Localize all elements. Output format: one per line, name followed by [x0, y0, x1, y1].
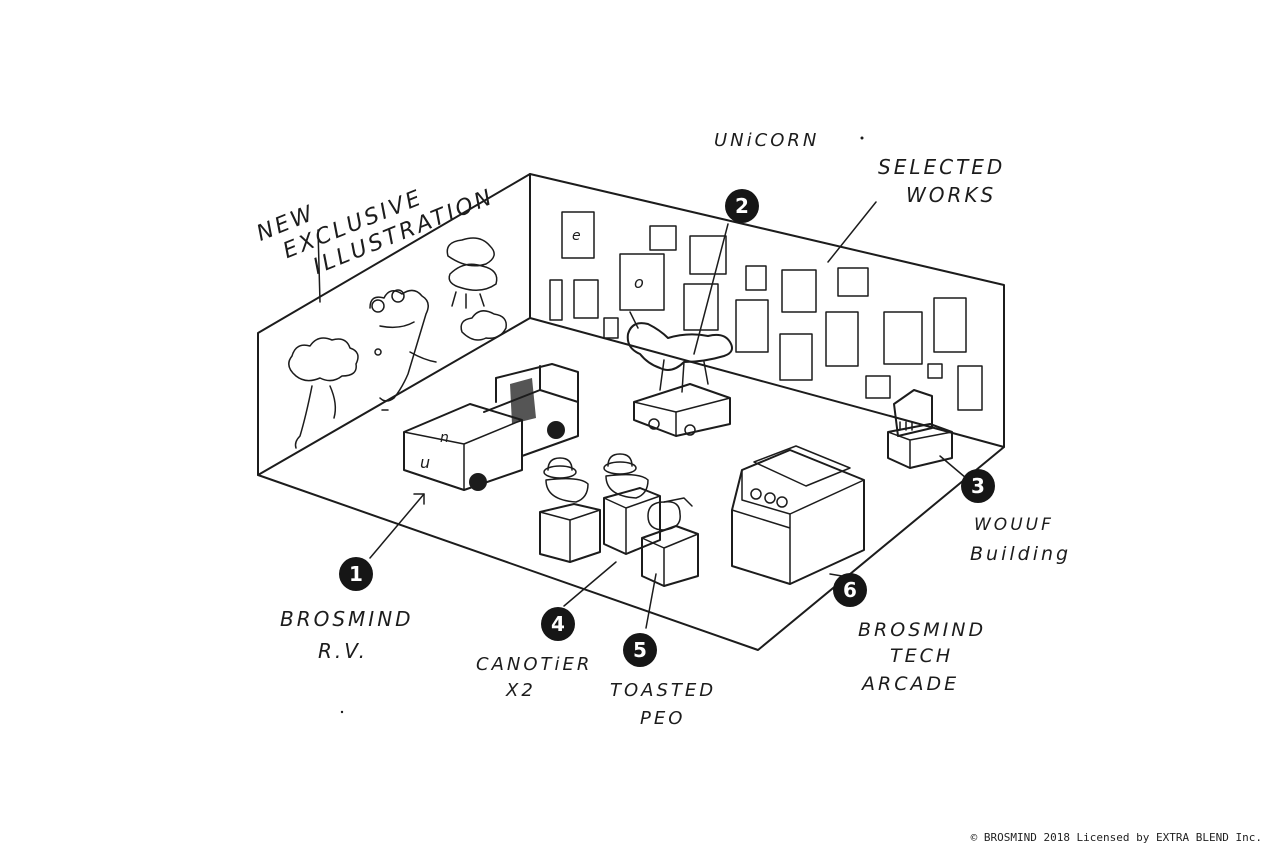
label-line: PEO: [640, 708, 685, 729]
label-selected-works: SELECTED WORKS: [878, 155, 1005, 207]
label-line: R.V.: [318, 639, 368, 663]
label-line: BROSMIND: [858, 619, 986, 641]
svg-text:o: o: [634, 273, 647, 292]
label-line: X2: [505, 680, 536, 701]
label-unicorn: UNiCORN: [714, 130, 819, 151]
copyright-symbol: ©: [970, 831, 978, 844]
badge-6: 6: [833, 573, 867, 607]
svg-text:3: 3: [971, 474, 985, 498]
svg-text:n: n: [440, 430, 452, 446]
label-line: Building: [970, 543, 1071, 565]
label-line: SELECTED: [878, 155, 1005, 179]
label-line: CANOTiER: [476, 654, 592, 675]
label-wouuf-building: WOUUF Building: [970, 515, 1071, 565]
label-line: WORKS: [906, 183, 996, 207]
svg-text:e: e: [572, 228, 584, 244]
svg-text:6: 6: [843, 578, 857, 602]
badge-5: 5: [623, 633, 657, 667]
leader-lines: [317, 201, 967, 629]
label-line: BROSMIND: [280, 607, 414, 631]
canotier-sculptures: [539, 453, 661, 563]
label-canotier: CANOTiER X2: [476, 654, 592, 701]
label-brosmind-rv: BROSMIND R.V.: [280, 607, 414, 663]
unicorn-sculpture: [626, 311, 733, 437]
badge-3: 3: [961, 469, 995, 503]
wouuf-building: [887, 389, 953, 469]
selected-works-frames: e o: [549, 211, 983, 411]
svg-text:u: u: [420, 453, 433, 472]
svg-text:4: 4: [551, 612, 565, 636]
label-new-exclusive-illustration: NEW EXCLUSIVE ILLUSTRATION: [253, 184, 498, 279]
badge-2: 2: [725, 189, 759, 223]
label-line: WOUUF: [974, 515, 1054, 535]
svg-text:5: 5: [633, 638, 647, 662]
svg-text:2: 2: [735, 194, 749, 218]
room-walls: [257, 173, 1005, 651]
copyright-text: BROSMIND 2018 Licensed by EXTRA BLEND In…: [983, 831, 1262, 844]
tech-arcade: [731, 445, 865, 585]
label-tech-arcade: BROSMIND TECH ARCADE: [858, 619, 986, 695]
svg-text:1: 1: [349, 562, 363, 586]
rv-vehicle: u n: [403, 363, 579, 491]
label-toasted-peo: TOASTED PEO: [610, 680, 716, 729]
label-line: TOASTED: [610, 680, 716, 701]
toasted-peo-sculpture: [641, 497, 699, 587]
badge-4: 4: [541, 607, 575, 641]
label-line: TECH: [890, 645, 953, 667]
copyright-notice: © BROSMIND 2018 Licensed by EXTRA BLEND …: [971, 831, 1262, 844]
label-line: ARCADE: [860, 673, 959, 695]
badge-1: 1: [339, 557, 373, 591]
wall-illustration: [288, 237, 507, 449]
